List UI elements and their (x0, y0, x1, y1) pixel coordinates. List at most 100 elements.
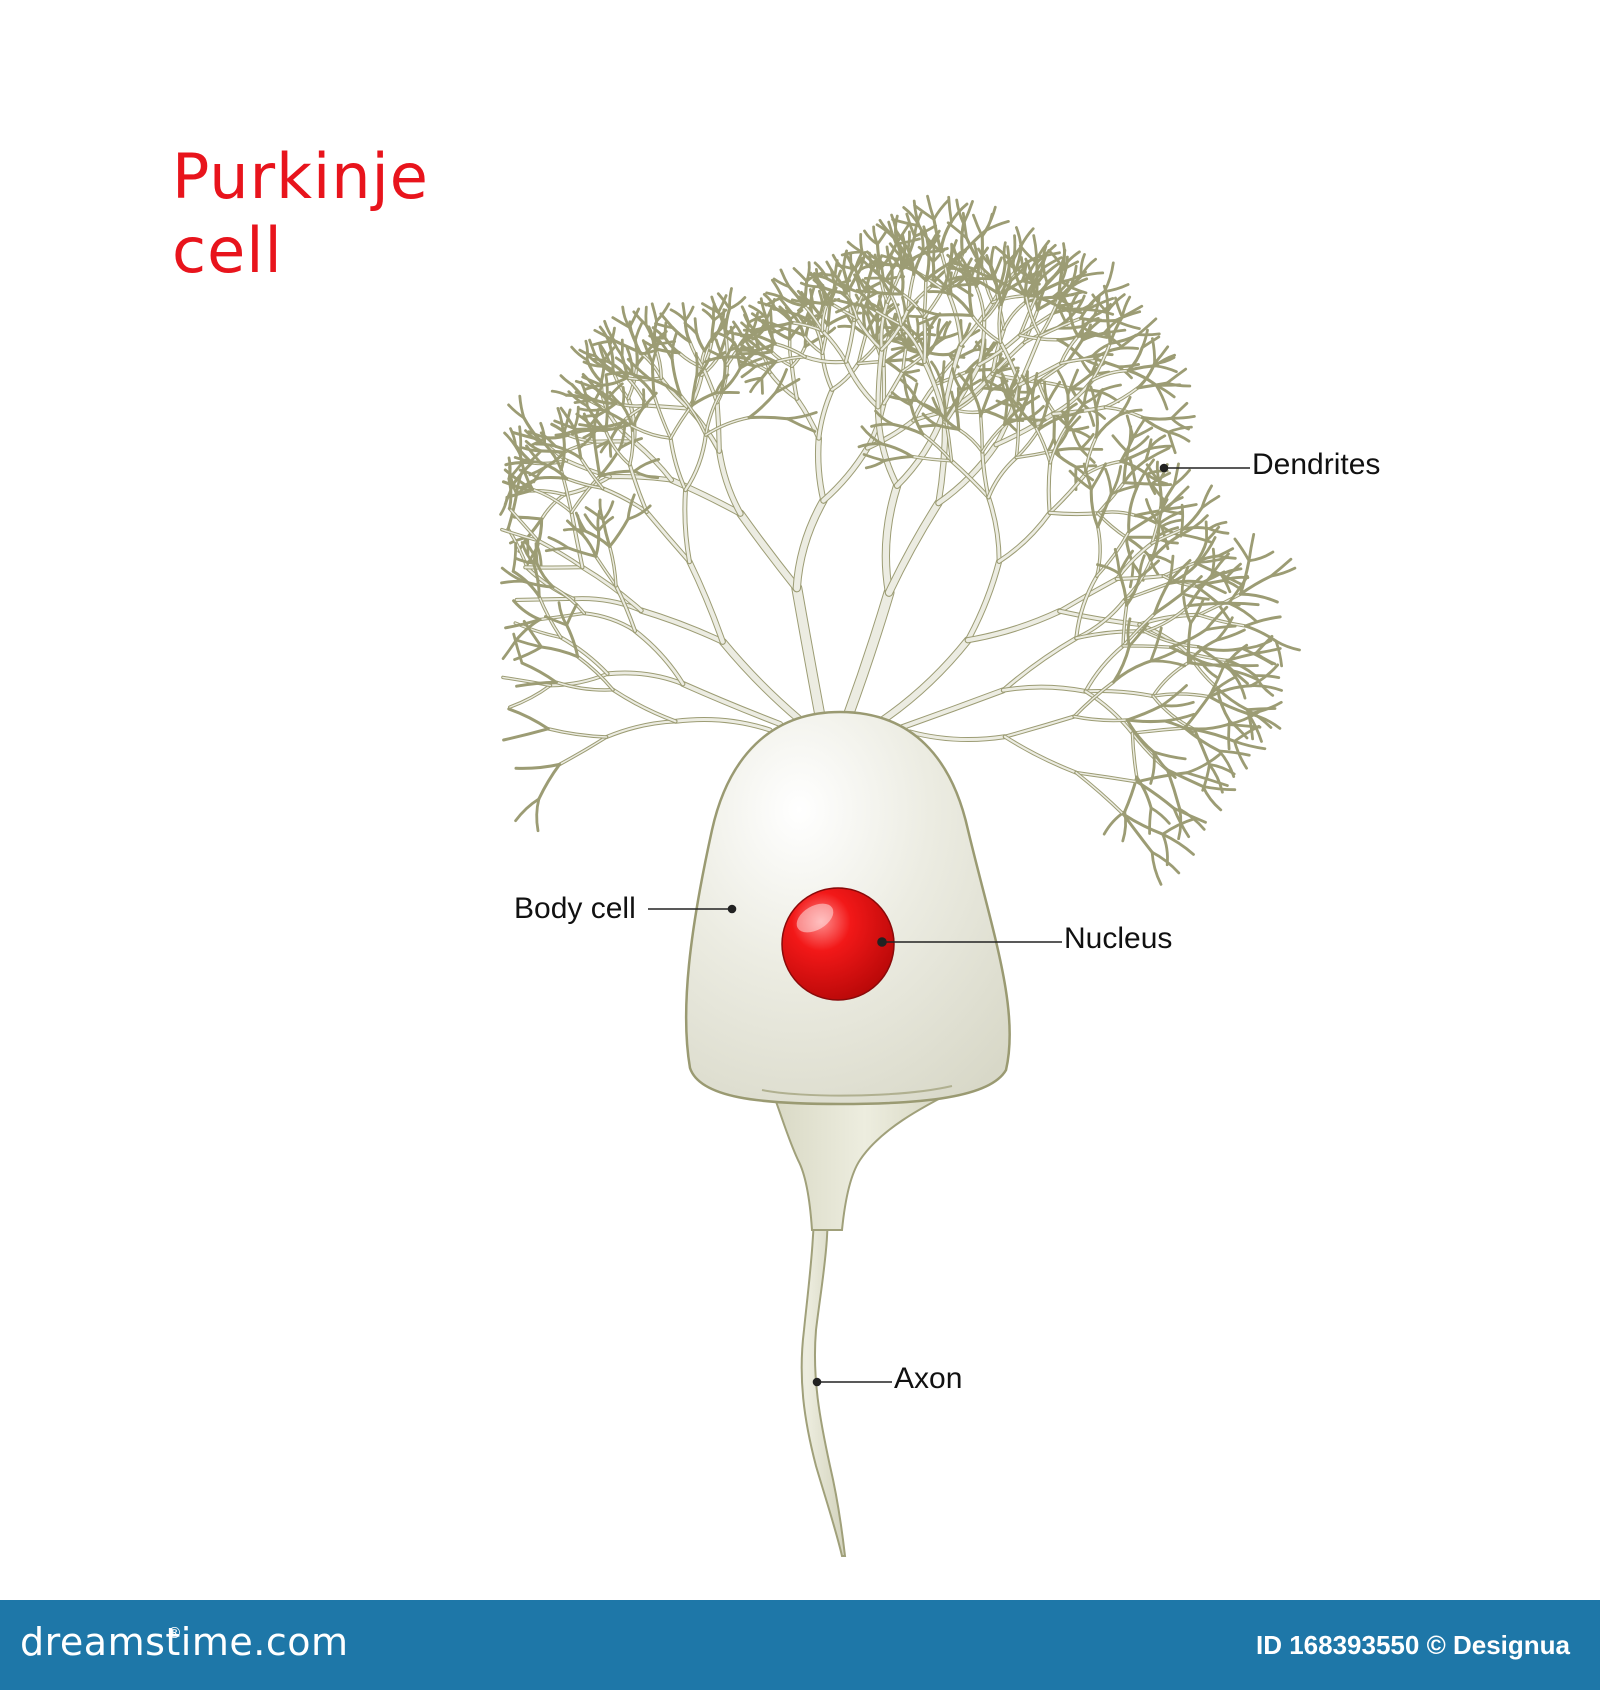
dendrite-branch-outline (1169, 645, 1203, 663)
dendrite-branch-outline (769, 326, 792, 341)
dendrite-branch (552, 586, 585, 614)
leader-nucleus-dot (877, 937, 887, 947)
dendrite-branch (1037, 380, 1073, 390)
dendrite-branch-outline (875, 291, 904, 296)
dendrite-branch (793, 497, 827, 592)
dendrite-branch-outline (500, 566, 525, 583)
dendrite-branch (788, 338, 793, 367)
dendrite-branch (1015, 450, 1054, 459)
dendrite-branch (627, 377, 648, 407)
dendrite-branch-outline (520, 661, 558, 684)
dendrite-branch (978, 334, 1022, 366)
dendrite-branch-outline (771, 278, 784, 299)
dendrite-branch-outline (1144, 446, 1171, 462)
dendrite-branch-outline (984, 409, 1008, 421)
dendrite-branch-outline (1093, 356, 1120, 369)
dendrite-branch-outline (514, 556, 539, 565)
dendrite-branch-outline (878, 257, 885, 280)
dendrite-branch-outline (1076, 313, 1097, 338)
dendrite-branch (601, 487, 648, 513)
dendrite-branch (987, 495, 1001, 563)
dendrite-branch-outline (1102, 810, 1127, 836)
dendrite-branch (531, 488, 573, 513)
dendrite-branch-outline (663, 321, 668, 340)
dendrite-branch (1097, 481, 1125, 514)
dendrite-branch-outline (964, 277, 997, 281)
dendrite-branch-outline (915, 317, 920, 337)
dendrite-branch-outline (604, 374, 609, 402)
dendrite-branch-outline (1026, 404, 1045, 420)
dendrite-branch-outline (968, 285, 974, 318)
dendrite-branch (1060, 335, 1079, 365)
dendrite-branch-outline (710, 323, 723, 343)
dendrite-branch (843, 588, 894, 721)
dendrite-branch-outline (605, 382, 624, 402)
dendrite-branch-outline (924, 261, 953, 282)
dendrite-branch-outline (1247, 550, 1275, 563)
dendrite-branch-outline (1229, 668, 1247, 700)
dendrite-branch-outline (754, 351, 778, 364)
dendrite-branch-outline (714, 338, 727, 364)
dendrite-branch-outline (1035, 243, 1057, 265)
dendrite-branch (936, 419, 948, 506)
dendrite-branch-outline (655, 302, 671, 323)
dendrite-branch-outline (1239, 574, 1273, 596)
dendrite-branch-outline (565, 623, 580, 659)
dendrite-branch-outline (1233, 537, 1251, 563)
dendrite-branch (1122, 604, 1128, 647)
dendrite-branch (1084, 644, 1125, 693)
dendrite-branch-outline (1011, 262, 1028, 297)
dendrite-branch-outline (1179, 514, 1209, 536)
dendrite-branch-outline (1167, 430, 1177, 455)
dendrite-branch-outline (718, 366, 742, 395)
dendrite-branch-outline (1125, 718, 1167, 724)
dendrite-branch (1122, 645, 1172, 648)
dendrite-branch (705, 392, 722, 436)
dendrite-branch-outline (670, 357, 682, 397)
dendrite-branch-outline (999, 279, 1013, 307)
dendrite-branch-outline (1031, 372, 1039, 397)
dendrite-branch (605, 430, 631, 466)
dendrite-branch (1001, 685, 1087, 693)
image-credit: ID 168393550 © Designua (1256, 1630, 1570, 1661)
dendrite-branch-outline (518, 468, 540, 480)
dendrite-branch-outline (513, 645, 543, 661)
dendrite-branch (705, 416, 750, 436)
dendrite-branch-outline (1117, 408, 1143, 417)
dendrite-branch-outline (627, 325, 642, 354)
dendrite-branch-outline (1112, 659, 1153, 684)
dendrite-branch-outline (1018, 244, 1039, 265)
dendrite-branch (911, 455, 953, 462)
dendrite-branch-outline (1124, 535, 1150, 557)
dendrite-branch-outline (1105, 293, 1126, 314)
dendrite-branch-outline (985, 379, 1011, 394)
dendrite-branch-outline (893, 409, 948, 489)
dendrite-branch-outline (991, 256, 1003, 280)
dendrite-branch (683, 488, 691, 564)
dendrite-branch-outline (1015, 226, 1023, 248)
dendrite-branch-outline (1041, 256, 1063, 270)
dendrite-branch (580, 457, 604, 489)
dendrite-branch-outline (947, 195, 953, 224)
dendrite-branch (583, 612, 636, 632)
dendrite-branch-outline (633, 469, 660, 480)
dendrite-branch-outline (1209, 675, 1237, 696)
dendrite-branch (876, 347, 884, 409)
dendrite-branch (501, 528, 539, 542)
dendrite-branch-outline (659, 312, 675, 330)
dendrite-branch (559, 636, 609, 675)
dendrite-branch-outline (1079, 316, 1117, 323)
dendrite-branch-outline (534, 542, 539, 565)
dendrite-branch-outline (792, 267, 809, 283)
dendrite-branch-outline (670, 331, 678, 361)
dendrite-branch-outline (513, 456, 542, 464)
dendrite-branch-outline (1161, 817, 1197, 836)
title-line-1: Purkinje (172, 140, 429, 213)
dendrite-branch-outline (1145, 498, 1161, 526)
dendrite-branch-outline (608, 517, 630, 548)
dendrite-branch-outline (1166, 579, 1205, 586)
dendrite-branch (567, 434, 596, 443)
dendrite-branch (880, 300, 889, 351)
dendrite-branch-outline (1165, 381, 1192, 388)
dendrite-branch (943, 363, 981, 424)
